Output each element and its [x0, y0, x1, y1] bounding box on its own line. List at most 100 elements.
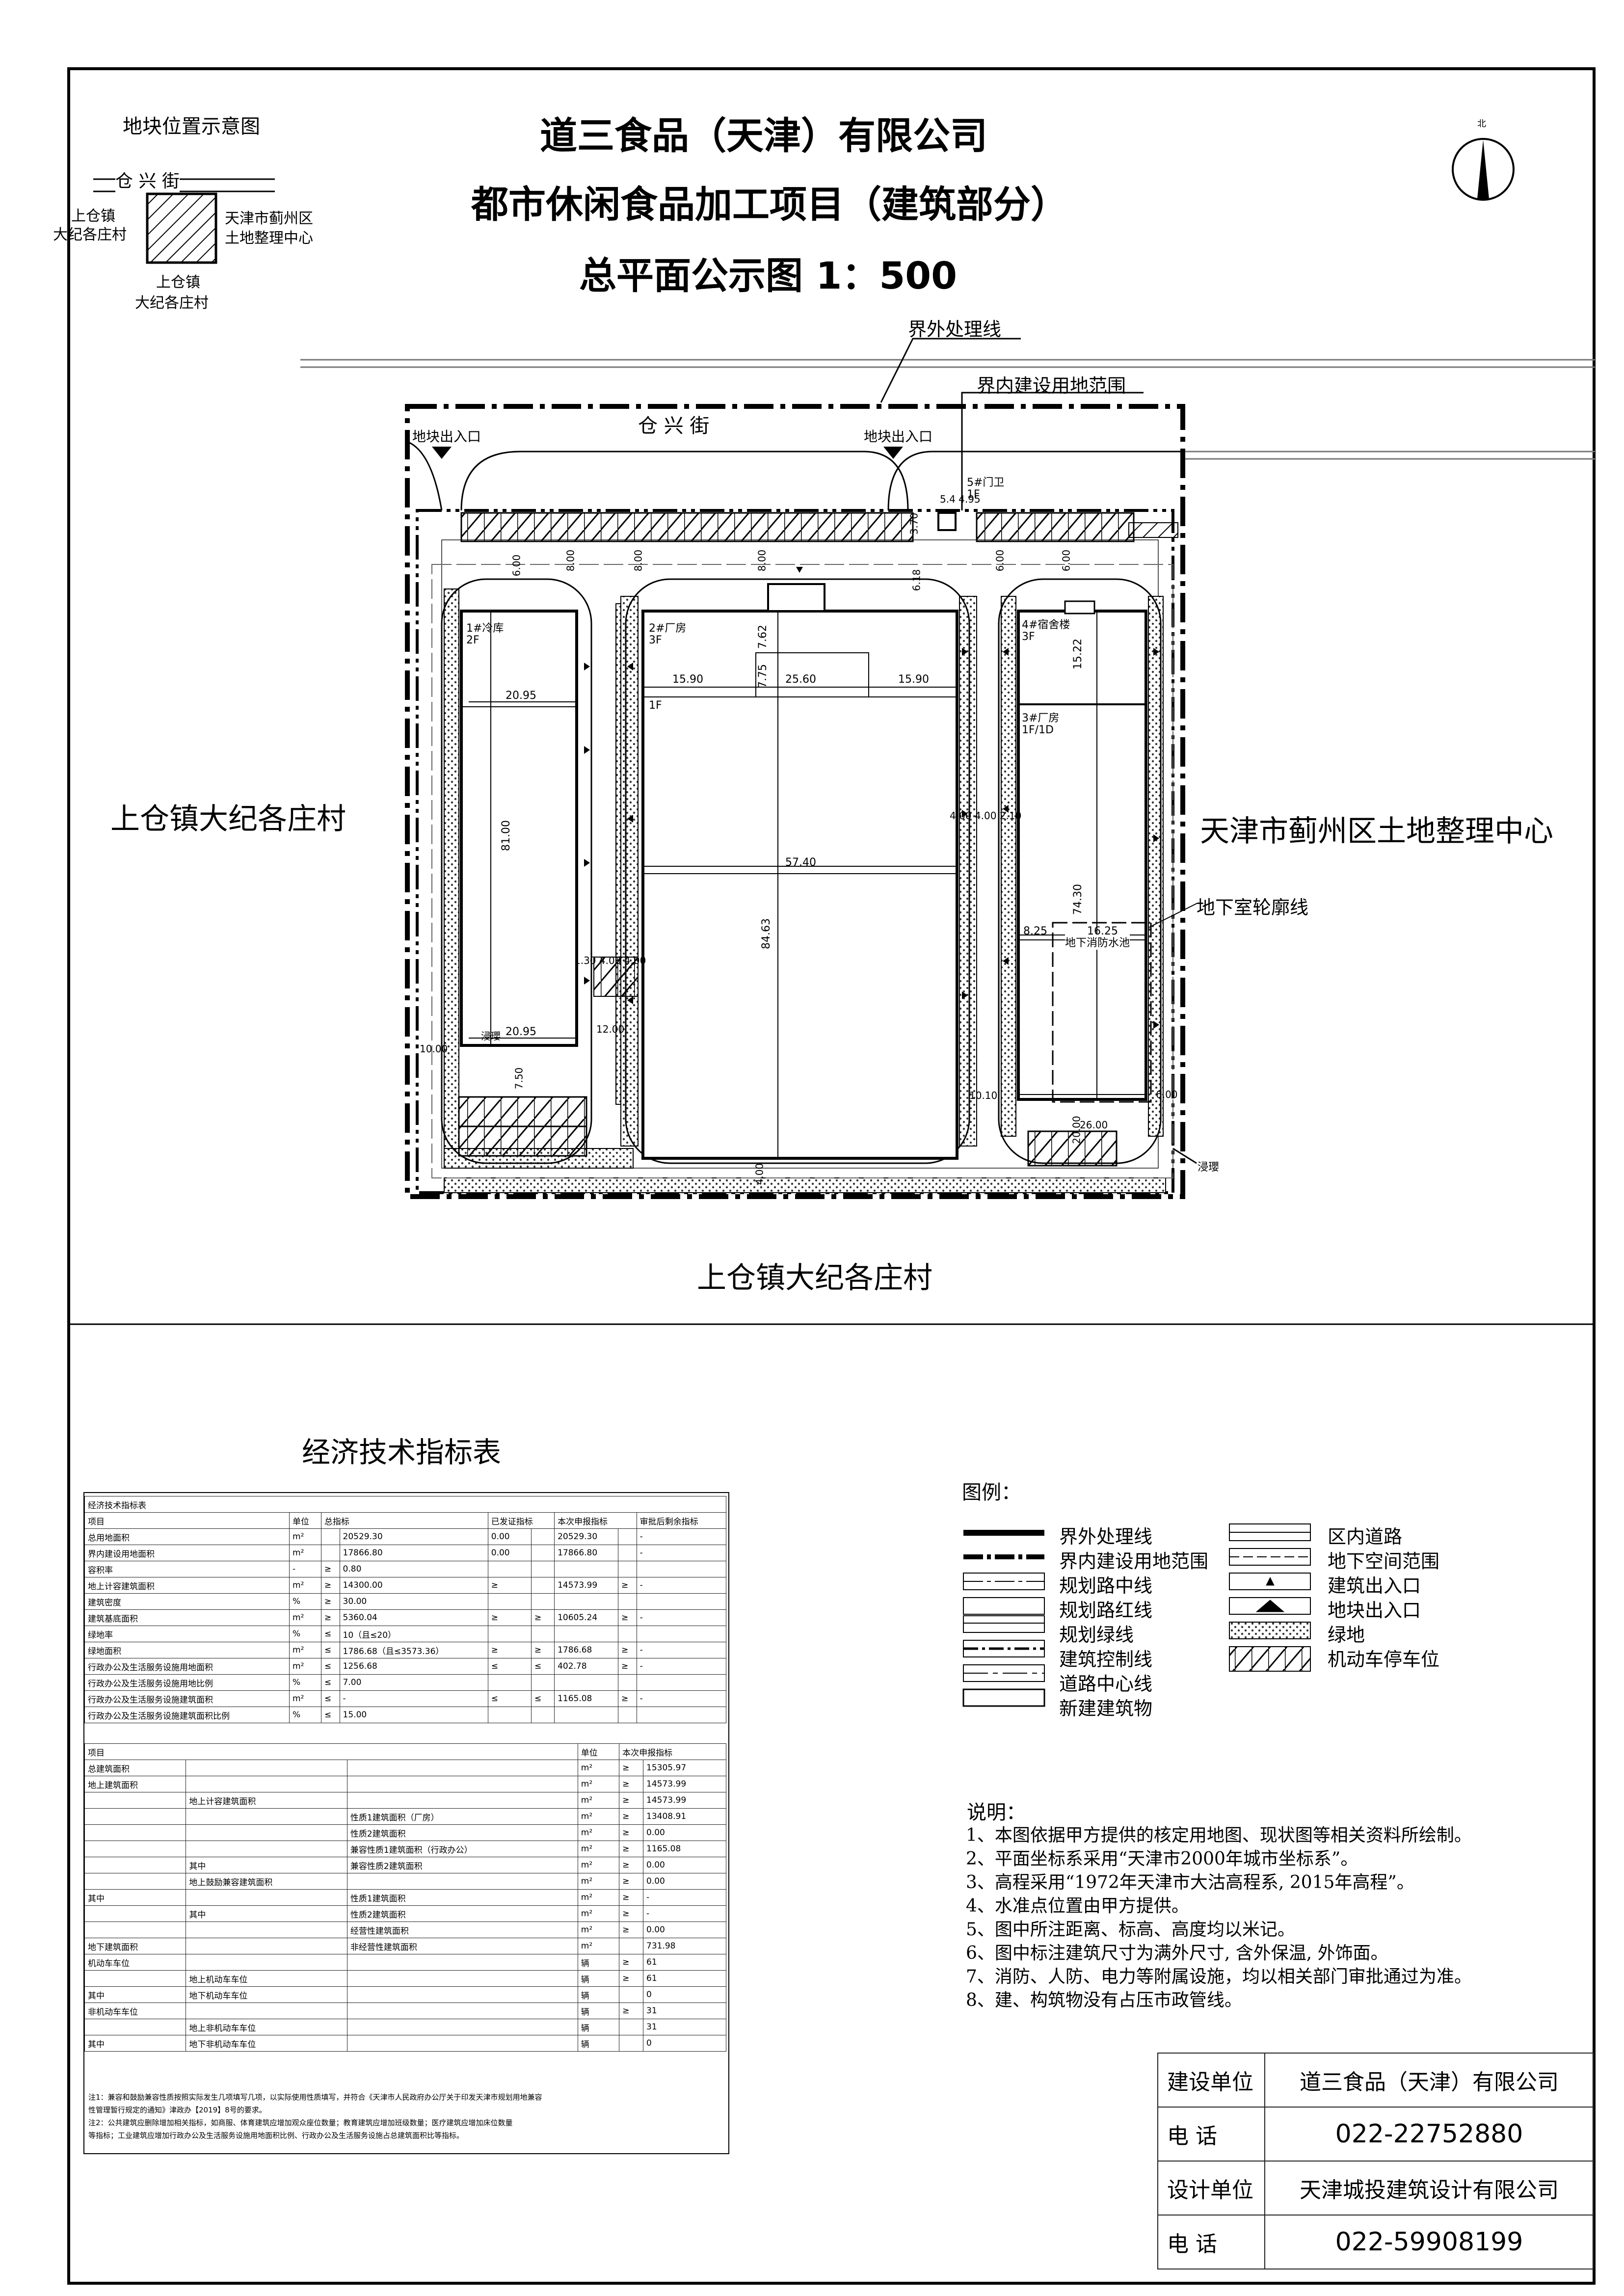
econ-cell: 地上建筑面积	[84, 1776, 186, 1792]
econ-cell: m²	[577, 1792, 620, 1809]
designer-phone-label: 电 话	[1157, 2215, 1265, 2269]
econ-cell	[487, 1674, 532, 1691]
dim-text: 8.00	[564, 549, 577, 572]
econ-cell: 31	[643, 2019, 726, 2035]
dim-text: 25.60	[785, 673, 816, 686]
guard-house	[937, 512, 957, 531]
econ-cell: ≤	[320, 1658, 340, 1675]
econ-cell: 0.00	[643, 1824, 726, 1841]
building-4-floors: 3F	[1022, 631, 1035, 643]
legend-item: 区内道路	[1328, 1526, 1403, 1548]
econ-cell: ≤	[320, 1674, 340, 1691]
legend-item: 界外处理线	[1059, 1526, 1153, 1548]
legend-item: 规划路中线	[1059, 1575, 1153, 1597]
econ-cell: 绿地面积	[84, 1642, 290, 1658]
econ-cell: ≥	[618, 1690, 637, 1707]
dim-text: 74.30	[1071, 884, 1084, 915]
econ-cell: 其中	[186, 1857, 347, 1873]
dim-text: 15.90	[672, 673, 703, 686]
econ-cell: ≥	[531, 1609, 555, 1626]
econ-cell	[531, 1707, 555, 1723]
econ-cell	[636, 1707, 727, 1723]
dim-text: 5.4 4.95	[940, 493, 981, 505]
econ-cell: 20529.30	[339, 1528, 488, 1545]
econ-cell: ≥	[619, 1922, 644, 1938]
econ-cell	[487, 1626, 532, 1642]
econ-cell	[84, 1857, 186, 1873]
econ-cell: ≤	[320, 1690, 340, 1707]
econ-cell: 14573.99	[643, 1792, 726, 1809]
note-item: 6、图中标注建筑尺寸为满外尺寸, 含外保温, 外饰面。	[966, 1943, 1388, 1963]
econ-cell: ≥	[320, 1561, 340, 1577]
econ-cell	[554, 1626, 619, 1642]
note-item: 8、建、构筑物没有占压市政管线。	[966, 1990, 1242, 2010]
econ-cell	[84, 1808, 186, 1825]
econ-cell: 绿地率	[84, 1626, 290, 1642]
west-neighbor: 上仓镇大纪各庄村	[110, 802, 346, 836]
legend-item: 机动车停车位	[1328, 1649, 1440, 1670]
econ-cell	[186, 1808, 347, 1825]
econ-cell	[346, 1954, 578, 1971]
econ-cell	[619, 2035, 644, 2052]
th: 项目	[84, 1743, 578, 1760]
entrance-left: 地块出入口	[412, 428, 481, 445]
econ-cell	[618, 1545, 637, 1561]
location-map	[93, 178, 275, 264]
econ-cell: 行政办公及生活服务设施建筑面积	[84, 1690, 290, 1707]
smoke-label-2: 浸瓔	[1198, 1161, 1220, 1174]
dim-text: 57.40	[785, 856, 816, 869]
econ-cell: m²	[577, 1889, 620, 1906]
econ-cell: m²	[289, 1690, 321, 1707]
dim-text: 6.00	[510, 554, 523, 577]
legend-item: 建筑出入口	[1328, 1575, 1421, 1597]
econ-cell	[186, 2002, 347, 2019]
guard-label-1: 5#门卫	[967, 477, 1005, 489]
legend-item: 界内建设用地范围	[1059, 1550, 1209, 1572]
econ-cell: 其中	[84, 2035, 186, 2052]
econ-cell: -	[636, 1577, 727, 1594]
econ-table-title: 经济技术指标表	[302, 1436, 502, 1469]
econ-cell: ≥	[618, 1577, 637, 1594]
econ-cell: -	[636, 1609, 727, 1626]
title-line-1: 道三食品（天津）有限公司	[540, 114, 987, 158]
econ-cell: 地下机动车车位	[186, 1986, 347, 2003]
econ-cell: m²	[577, 1776, 620, 1792]
dim-text: 81.00	[500, 820, 512, 851]
basement-label: 地下消防水池	[1065, 934, 1130, 950]
econ-cell	[531, 1577, 555, 1594]
econ-cell: 其中	[84, 1889, 186, 1906]
note-item: 3、高程采用“1972年天津市大沽高程系, 2015年高程”。	[966, 1872, 1414, 1893]
econ-cell: -	[643, 1889, 726, 1906]
dim-text: 7.62	[756, 625, 769, 649]
callout-inner-range: 界内建设用地范围	[977, 375, 1126, 397]
building-1-floors: 2F	[466, 634, 479, 646]
dim-text: 15.22	[1071, 639, 1084, 669]
econ-note-2b: 等指标；工业建筑应增加行政办公及生活服务设施用地面积比例、行政办公及生活服务设施…	[88, 2131, 464, 2140]
econ-cell	[84, 1792, 186, 1809]
econ-cell: -	[643, 1905, 726, 1922]
building-2-lower: 1F	[649, 699, 662, 712]
econ-cell: m²	[577, 1938, 620, 1954]
econ-cell	[84, 2019, 186, 2035]
econ-cell: 行政办公及生活服务设施用地比例	[84, 1674, 290, 1691]
designer-value: 天津城投建筑设计有限公司	[1264, 2161, 1594, 2216]
econ-cell	[346, 1776, 578, 1792]
building-2-floors: 3F	[649, 634, 662, 646]
dim-text: 12.00	[596, 1023, 625, 1035]
location-map-west-1: 上仓镇	[71, 208, 115, 225]
econ-cell: 性质2建筑面积	[346, 1824, 578, 1841]
title-block: 建设单位 道三食品（天津）有限公司 电 话 022-22752880 设计单位 …	[1157, 2053, 1594, 2269]
inner-boundary	[416, 509, 1174, 1194]
econ-cell: %	[289, 1674, 321, 1691]
econ-cell: 非机动车车位	[84, 2002, 186, 2019]
callout-outer-line: 界外处理线	[908, 319, 1002, 340]
econ-cell: m²	[289, 1609, 321, 1626]
econ-cell: %	[289, 1626, 321, 1642]
street-label: 仓 兴 街	[638, 415, 710, 437]
econ-table-caption: 经济技术指标表	[84, 1496, 726, 1513]
econ-cell: 0	[643, 1986, 726, 2003]
dim-text: 84.63	[760, 918, 772, 949]
econ-cell: 辆	[577, 1954, 620, 1971]
